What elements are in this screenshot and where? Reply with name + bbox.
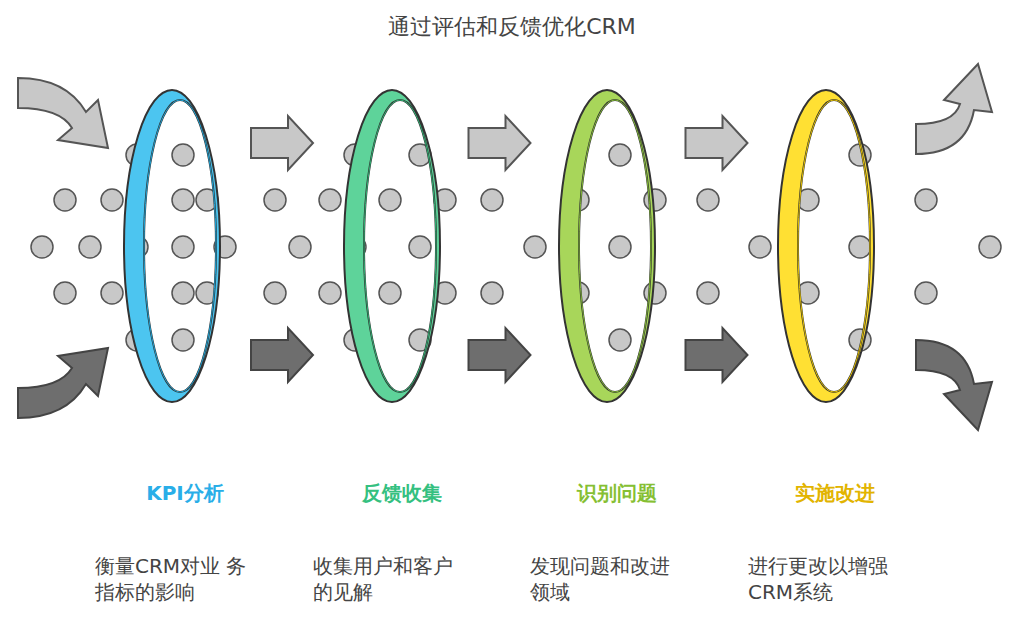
stage-description: 收集用户和客户 的见解 <box>313 553 475 605</box>
particle-dot <box>319 189 341 211</box>
ring-band <box>778 90 874 402</box>
particle-dot <box>172 282 194 304</box>
particle-dot <box>609 236 631 258</box>
flow-arrow <box>469 116 531 170</box>
flow-connector <box>686 116 748 382</box>
particle-dot <box>379 189 401 211</box>
stage-heading: 反馈收集 <box>362 480 442 507</box>
exit-arrow <box>916 340 992 430</box>
particle-dot <box>101 189 123 211</box>
stage-heading: 识别问题 <box>577 480 657 507</box>
stage-heading: 实施改进 <box>795 480 875 507</box>
stage-ring: KPI分析衡量CRM对业 务指标的影响 <box>120 88 224 404</box>
particle-dot <box>79 236 101 258</box>
particle-dot <box>31 236 53 258</box>
ring-shape <box>340 88 444 404</box>
particle-dot <box>915 189 937 211</box>
particle-dot <box>172 329 194 351</box>
particle-dot <box>481 282 503 304</box>
ring-shape <box>555 88 659 404</box>
particle-dot <box>697 189 719 211</box>
stage-ring: 识别问题发现问题和改进 领域 <box>555 88 659 404</box>
ring-band <box>344 90 440 402</box>
particle-dot <box>749 236 771 258</box>
particle-dot <box>524 236 546 258</box>
stage-ring: 实施改进进行更改以增强 CRM系统 <box>774 88 878 404</box>
particle-dot <box>481 189 503 211</box>
diagram-title: 通过评估和反馈优化CRM <box>0 12 1024 42</box>
stage-heading: KPI分析 <box>146 480 224 507</box>
stage-description: 衡量CRM对业 务指标的影响 <box>95 553 257 605</box>
entry-arrow <box>18 348 108 418</box>
flow-connector <box>469 116 531 382</box>
flow-arrow <box>686 328 748 382</box>
particle-dot <box>101 282 123 304</box>
ring-shape <box>120 88 224 404</box>
particle-dot <box>609 144 631 166</box>
particle-dot <box>172 189 194 211</box>
particle-dot <box>697 282 719 304</box>
stage-ring: 反馈收集收集用户和客户 的见解 <box>340 88 444 404</box>
particle-dot <box>172 144 194 166</box>
particle-dot <box>379 282 401 304</box>
particle-dot <box>172 236 194 258</box>
particle-dot <box>409 236 431 258</box>
particle-dot <box>264 189 286 211</box>
flow-arrow <box>686 116 748 170</box>
flow-arrow <box>469 328 531 382</box>
particle-dot <box>915 282 937 304</box>
particle-dot <box>644 282 666 304</box>
particle-dot <box>319 282 341 304</box>
ring-band <box>124 90 220 402</box>
entry-arrow <box>18 78 108 148</box>
flow-arrow <box>251 328 313 382</box>
ring-inner <box>364 100 436 392</box>
flow-arrow <box>251 116 313 170</box>
particle-dot <box>609 329 631 351</box>
stage-description: 进行更改以增强 CRM系统 <box>748 553 910 605</box>
ring-inner <box>798 100 870 392</box>
flow-connector <box>251 116 313 382</box>
particle-dot <box>264 282 286 304</box>
ring-inner <box>579 100 651 392</box>
particle-dot <box>54 282 76 304</box>
particle-dot <box>849 236 871 258</box>
exit-arrow <box>916 64 992 154</box>
ring-band <box>559 90 655 402</box>
stage-description: 发现问题和改进 领域 <box>530 553 692 605</box>
ring-shape <box>774 88 878 404</box>
particle-dot <box>644 189 666 211</box>
particle-dot <box>289 236 311 258</box>
particle-dot <box>979 236 1001 258</box>
particle-dot <box>54 189 76 211</box>
ring-inner <box>144 100 216 392</box>
